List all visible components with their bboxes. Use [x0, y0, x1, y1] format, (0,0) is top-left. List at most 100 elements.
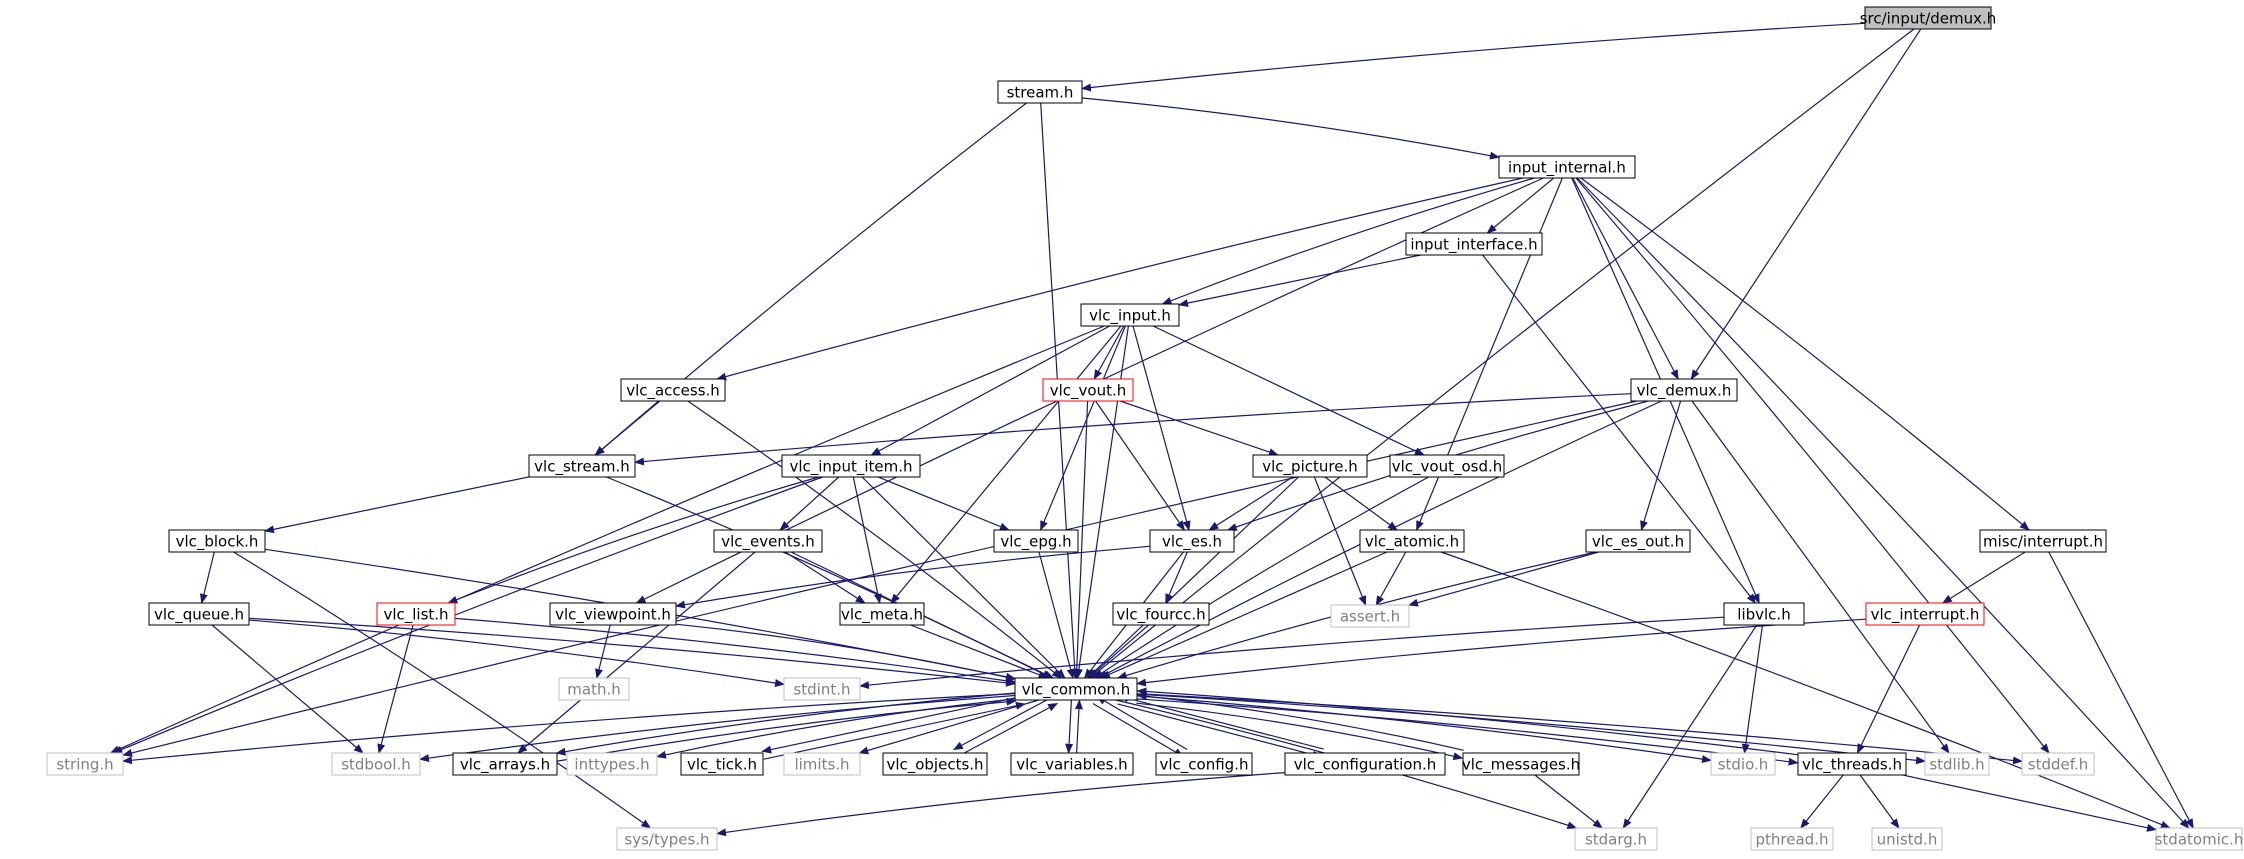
node-vlc-threads[interactable]: vlc_threads.h: [1797, 752, 1907, 776]
node-vlc-queue[interactable]: vlc_queue.h: [148, 602, 250, 626]
edge-vlc_tick-to-vlc_common: [763, 701, 1026, 760]
node-label: string.h: [56, 756, 113, 774]
node-box: [783, 677, 861, 701]
edge-vlc_input-to-vlc_vout_osd: [1152, 325, 1425, 456]
node-box: [376, 602, 456, 626]
node-label: inttypes.h: [574, 756, 649, 774]
node-vlc-tick[interactable]: vlc_tick.h: [680, 752, 764, 776]
node-vlc-block[interactable]: vlc_block.h: [168, 529, 266, 553]
edge-input_interface-to-libvlc: [1482, 254, 1757, 604]
node-box: [46, 752, 124, 776]
node-vlc-fourcc[interactable]: vlc_fourcc.h: [1112, 602, 1210, 626]
node-vlc-list[interactable]: vlc_list.h: [376, 602, 456, 626]
node-demux-root[interactable]: src/input/demux.h: [1860, 6, 1997, 30]
node-vlc-events[interactable]: vlc_events.h: [713, 529, 823, 553]
node-label: vlc_es_out.h: [1592, 533, 1684, 552]
edge-layer: [109, 22, 2194, 837]
node-vlc-atomic[interactable]: vlc_atomic.h: [1359, 529, 1465, 553]
node-box: [783, 752, 861, 776]
edge-vlc_common-to-vlc_configuration: [1117, 703, 1323, 759]
edge-vlc_vout-to-vlc_es: [1095, 400, 1185, 531]
node-vlc-arrays[interactable]: vlc_arrays.h: [452, 752, 558, 776]
node-stdlib-h: stdlib.h: [1924, 752, 1990, 776]
node-inttypes-h: inttypes.h: [566, 752, 658, 776]
node-vlc-messages[interactable]: vlc_messages.h: [1462, 752, 1580, 776]
node-vlc-viewpoint[interactable]: vlc_viewpoint.h: [549, 602, 677, 626]
edge-demux_root-to-vlc_demux: [1690, 28, 1922, 380]
node-label: assert.h: [1340, 608, 1400, 626]
node-vlc-configuration[interactable]: vlc_configuration.h: [1284, 752, 1446, 776]
edge-input_internal-to-vlc_access: [716, 177, 1524, 381]
edge-vlc_config-to-vlc_common: [1095, 695, 1188, 751]
node-vlc-picture[interactable]: vlc_picture.h: [1252, 454, 1368, 478]
node-input-interface[interactable]: input_interface.h: [1405, 232, 1543, 256]
edge-vlc_common-to-limits_h: [858, 699, 1039, 755]
node-vlc-interrupt[interactable]: vlc_interrupt.h: [1865, 602, 1985, 626]
node-label: vlc_demux.h: [1637, 382, 1732, 401]
node-vlc-common[interactable]: vlc_common.h: [1014, 677, 1138, 701]
edge-vlc_es-to-vlc_fourcc: [1165, 551, 1188, 604]
node-box: [2155, 827, 2243, 851]
node-vlc-demux[interactable]: vlc_demux.h: [1630, 378, 1738, 402]
edge-vlc_input-to-vlc_vout: [1093, 325, 1125, 380]
node-vlc-epg[interactable]: vlc_epg.h: [993, 529, 1079, 553]
node-libvlc[interactable]: libvlc.h: [1723, 602, 1805, 626]
edge-vlc_picture-to-assert_h: [1313, 476, 1367, 606]
node-box: [1710, 752, 1776, 776]
node-box: [1462, 752, 1580, 776]
node-vlc-stream[interactable]: vlc_stream.h: [528, 454, 636, 478]
node-box: [1498, 155, 1636, 179]
edge-demux_root-to-stream_h: [1081, 22, 1866, 92]
node-stdint-h: stdint.h: [783, 677, 861, 701]
edge-vlc_demux-to-vlc_es_out: [1640, 400, 1682, 531]
node-vlc-meta[interactable]: vlc_meta.h: [839, 602, 925, 626]
node-vlc-objects[interactable]: vlc_objects.h: [882, 752, 988, 776]
node-label: vlc_es.h: [1162, 533, 1222, 552]
node-label: vlc_input_item.h: [789, 458, 912, 477]
node-vlc-input-item[interactable]: vlc_input_item.h: [781, 454, 921, 478]
node-box: [1155, 752, 1253, 776]
edge-vlc_common-to-string_h: [122, 693, 1016, 765]
node-box: [1014, 677, 1138, 701]
edge-vlc_input-to-vlc_es: [1132, 325, 1191, 531]
edge-vlc_input_item-to-vlc_epg: [877, 476, 1010, 531]
node-label: stdbool.h: [341, 756, 411, 774]
node-vlc-es-out[interactable]: vlc_es_out.h: [1585, 529, 1691, 553]
node-input-internal[interactable]: input_internal.h: [1498, 155, 1636, 179]
edge-stream_h-to-input_internal: [1081, 97, 1500, 160]
node-box: [1010, 752, 1134, 776]
node-label: sys/types.h: [624, 831, 709, 849]
node-label: libvlc.h: [1737, 606, 1790, 624]
node-box: [1865, 602, 1985, 626]
edge-vlc_picture-to-vlc_es: [1208, 476, 1294, 531]
node-label: pthread.h: [1756, 831, 1829, 849]
node-label: stdint.h: [793, 681, 850, 699]
node-stdio-h: stdio.h: [1710, 752, 1776, 776]
node-misc-interrupt[interactable]: misc/interrupt.h: [1979, 529, 2107, 553]
node-vlc-input[interactable]: vlc_input.h: [1080, 303, 1180, 327]
node-box: [1405, 232, 1543, 256]
node-vlc-vout-osd[interactable]: vlc_vout_osd.h: [1389, 454, 1505, 478]
node-vlc-es[interactable]: vlc_es.h: [1149, 529, 1235, 553]
node-label: input_interface.h: [1410, 236, 1537, 255]
node-vlc-access[interactable]: vlc_access.h: [620, 378, 726, 402]
edge-vlc_fourcc-to-vlc_common: [1087, 624, 1149, 679]
node-box: [882, 752, 988, 776]
node-label: vlc_list.h: [383, 606, 448, 625]
node-vlc-config[interactable]: vlc_config.h: [1155, 752, 1253, 776]
node-stream-h[interactable]: stream.h: [997, 80, 1083, 104]
node-sys-types: sys/types.h: [616, 827, 718, 851]
edge-input_internal-to-misc_interrupt: [1580, 177, 2030, 531]
node-box: [168, 529, 266, 553]
node-vlc-vout[interactable]: vlc_vout.h: [1042, 378, 1134, 402]
node-limits-h: limits.h: [783, 752, 861, 776]
node-assert-h: assert.h: [1330, 604, 1410, 628]
edge-vlc_input-to-vlc_input_item: [870, 325, 1110, 456]
edge-vlc_demux-to-string_h: [122, 400, 1638, 757]
node-box: [713, 529, 823, 553]
node-label: vlc_interrupt.h: [1871, 606, 1980, 625]
node-box: [2021, 752, 2095, 776]
node-vlc-variables[interactable]: vlc_variables.h: [1010, 752, 1134, 776]
edge-vlc_threads-to-pthread_h: [1800, 774, 1844, 829]
edge-libvlc-to-stdint_h: [859, 616, 1725, 690]
